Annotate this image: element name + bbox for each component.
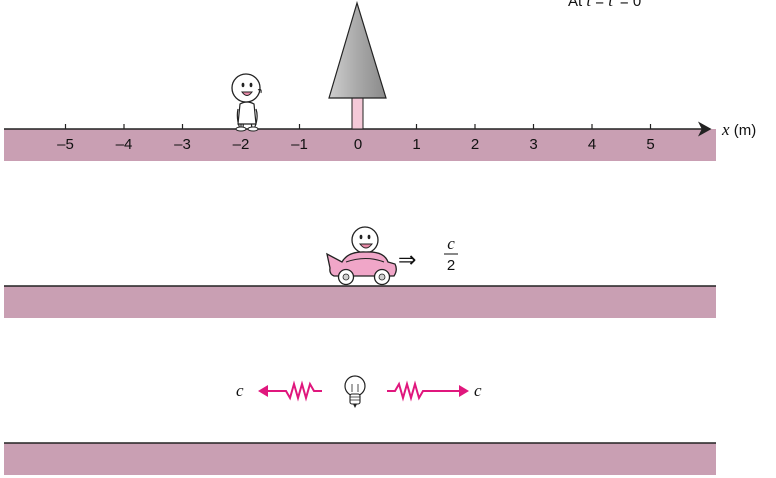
time-label-eq: =	[591, 0, 608, 10]
car-with-driver-icon	[327, 227, 396, 285]
observer-person-icon	[232, 74, 261, 131]
light-bulb-icon	[345, 376, 365, 408]
time-label: At t = t′ = 0	[568, 0, 641, 10]
time-label-prefix: At	[568, 0, 586, 10]
tree-icon	[329, 3, 386, 129]
axis-tick-label: –4	[116, 136, 133, 153]
axis-tick-label: 3	[529, 136, 537, 153]
velocity-numerator: c	[447, 234, 455, 253]
axis-tick-label: –2	[233, 136, 250, 153]
x-axis-unit: (m)	[730, 122, 757, 139]
light-wave-left-icon	[258, 384, 322, 398]
axis-tick-label: –1	[291, 136, 308, 153]
time-label-eq2: =	[616, 0, 633, 10]
light-wave-right-icon	[387, 384, 469, 398]
light-speed-left: c	[236, 381, 244, 400]
x-axis-label: x (m)	[721, 120, 756, 139]
axis-tick-label: –5	[57, 136, 74, 153]
ground-strip-3	[4, 443, 716, 475]
ground-strip-2	[4, 286, 716, 318]
velocity-arrow: ⇒	[398, 248, 416, 273]
light-speed-right: c	[474, 381, 482, 400]
axis-tick-label: 1	[412, 136, 420, 153]
velocity-fraction: c 2	[444, 234, 458, 274]
axis-tick-label: 2	[471, 136, 479, 153]
axis-tick-label: 4	[588, 136, 596, 153]
velocity-denominator: 2	[447, 257, 455, 274]
axis-tick-label: –3	[174, 136, 191, 153]
axis-tick-label: 5	[646, 136, 654, 153]
axis-tick-label: 0	[354, 136, 362, 153]
panel-ground-frame: x (m) –5 –4 –3 –2 –1 0 1 2 3 4 5	[4, 120, 756, 161]
time-label-zero: 0	[633, 0, 641, 10]
